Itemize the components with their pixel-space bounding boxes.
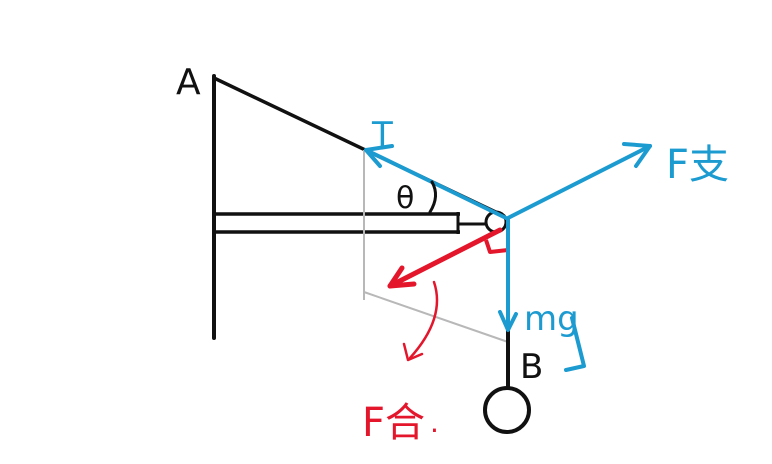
support-force-arrowhead [622, 142, 652, 168]
gravity-bracket [564, 316, 586, 372]
label-dot: . [430, 406, 439, 439]
right-angle-marker [484, 239, 509, 254]
angle-arc [428, 180, 437, 214]
label-gravity: mg [524, 299, 579, 339]
label-support-force: F支 [666, 142, 729, 188]
label-angle: θ [396, 181, 414, 216]
net-force-pointer [408, 280, 439, 360]
net-force-pointer-head [402, 342, 424, 362]
tension-arrowhead [364, 144, 394, 168]
label-point-b: B [520, 347, 543, 387]
support-force-arrow [506, 144, 652, 220]
net-force-arrow [387, 227, 503, 289]
construction-line-diagonal [363, 291, 509, 343]
label-tension: T [371, 115, 393, 155]
net-force-arrowhead [387, 265, 417, 289]
tension-arrow [364, 148, 508, 220]
label-point-a: A [176, 62, 201, 103]
gravity-arrowhead [498, 310, 518, 332]
label-net-force: F合 [362, 400, 425, 446]
ball [483, 386, 531, 434]
